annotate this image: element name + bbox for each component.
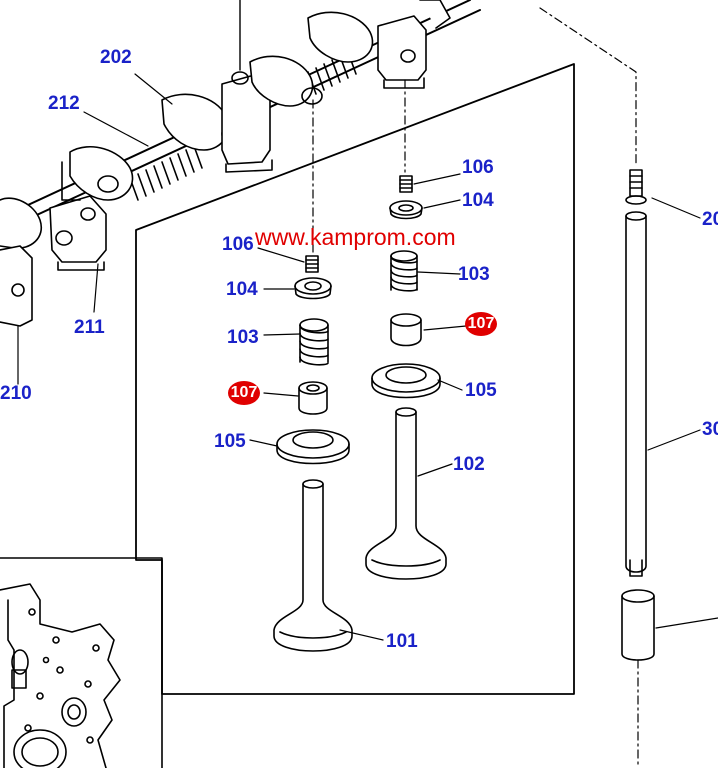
valve-stack-right — [365, 175, 447, 580]
part-label-107-left-highlight: 107 — [228, 381, 260, 405]
watermark-text: www.kamprom.com — [255, 224, 456, 250]
rocker-spring-212 — [129, 145, 203, 201]
push-rod-assembly — [621, 169, 655, 768]
part-label-102: 102 — [453, 454, 485, 475]
assembly-centerlines — [312, 7, 637, 259]
part-label-105-right: 105 — [465, 380, 497, 401]
part-label-30-cut: 30 — [702, 419, 718, 440]
leader-lines — [17, 73, 718, 641]
rocker-shaft-assembly — [0, 0, 481, 327]
part-label-106-right: 106 — [462, 157, 494, 178]
part-label-202: 202 — [100, 47, 132, 68]
part-label-211: 211 — [74, 317, 105, 338]
part-label-104-left: 104 — [226, 279, 258, 300]
part-label-210: 210 — [0, 383, 32, 404]
part-label-101: 101 — [386, 631, 418, 652]
part-label-104-right: 104 — [462, 190, 494, 211]
part-label-103-right: 103 — [458, 264, 490, 285]
part-label-103-left: 103 — [227, 327, 259, 348]
part-label-105-left: 105 — [214, 431, 246, 452]
part-label-212: 212 — [48, 93, 80, 114]
part-label-106-left: 106 — [222, 234, 254, 255]
engine-block-inset — [0, 557, 163, 768]
valve-stack-left — [273, 255, 353, 652]
part-label-20-cut: 20 — [702, 209, 718, 230]
part-label-107-right-highlight: 107 — [465, 312, 497, 336]
valve-parts-frame — [135, 63, 575, 695]
